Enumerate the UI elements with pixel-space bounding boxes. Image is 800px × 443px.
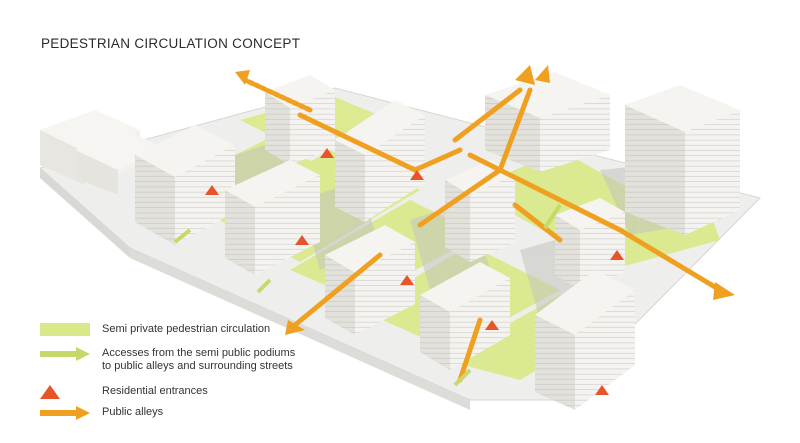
- legend-label: Public alleys: [102, 406, 164, 418]
- building-block-12: [535, 270, 635, 410]
- triangle-icon: [40, 385, 60, 399]
- access-arrows: [173, 203, 562, 387]
- building-block-9: [485, 72, 610, 172]
- building-block-1: [40, 110, 165, 195]
- legend-label: Semi private pedestrian circulation: [102, 323, 271, 335]
- alley-arrowheads: [235, 65, 735, 335]
- building-block-3: [265, 75, 335, 165]
- building-block-10: [625, 85, 740, 235]
- legend-label: Residential entrances: [102, 385, 208, 397]
- building-block-5: [335, 100, 425, 222]
- arrow-icon: [40, 406, 90, 420]
- legend-label-line2: to public alleys and surrounding streets: [102, 360, 293, 372]
- legend-label: Accesses from the semi public podiums: [102, 347, 296, 359]
- arrow-icon: [40, 347, 90, 361]
- public-alleys: [242, 77, 723, 383]
- rect-icon: [40, 323, 90, 336]
- building-block-4: [225, 160, 320, 275]
- diagram-title: PEDESTRIAN CIRCULATION CONCEPT: [41, 36, 301, 51]
- residential-entrances: [205, 148, 624, 395]
